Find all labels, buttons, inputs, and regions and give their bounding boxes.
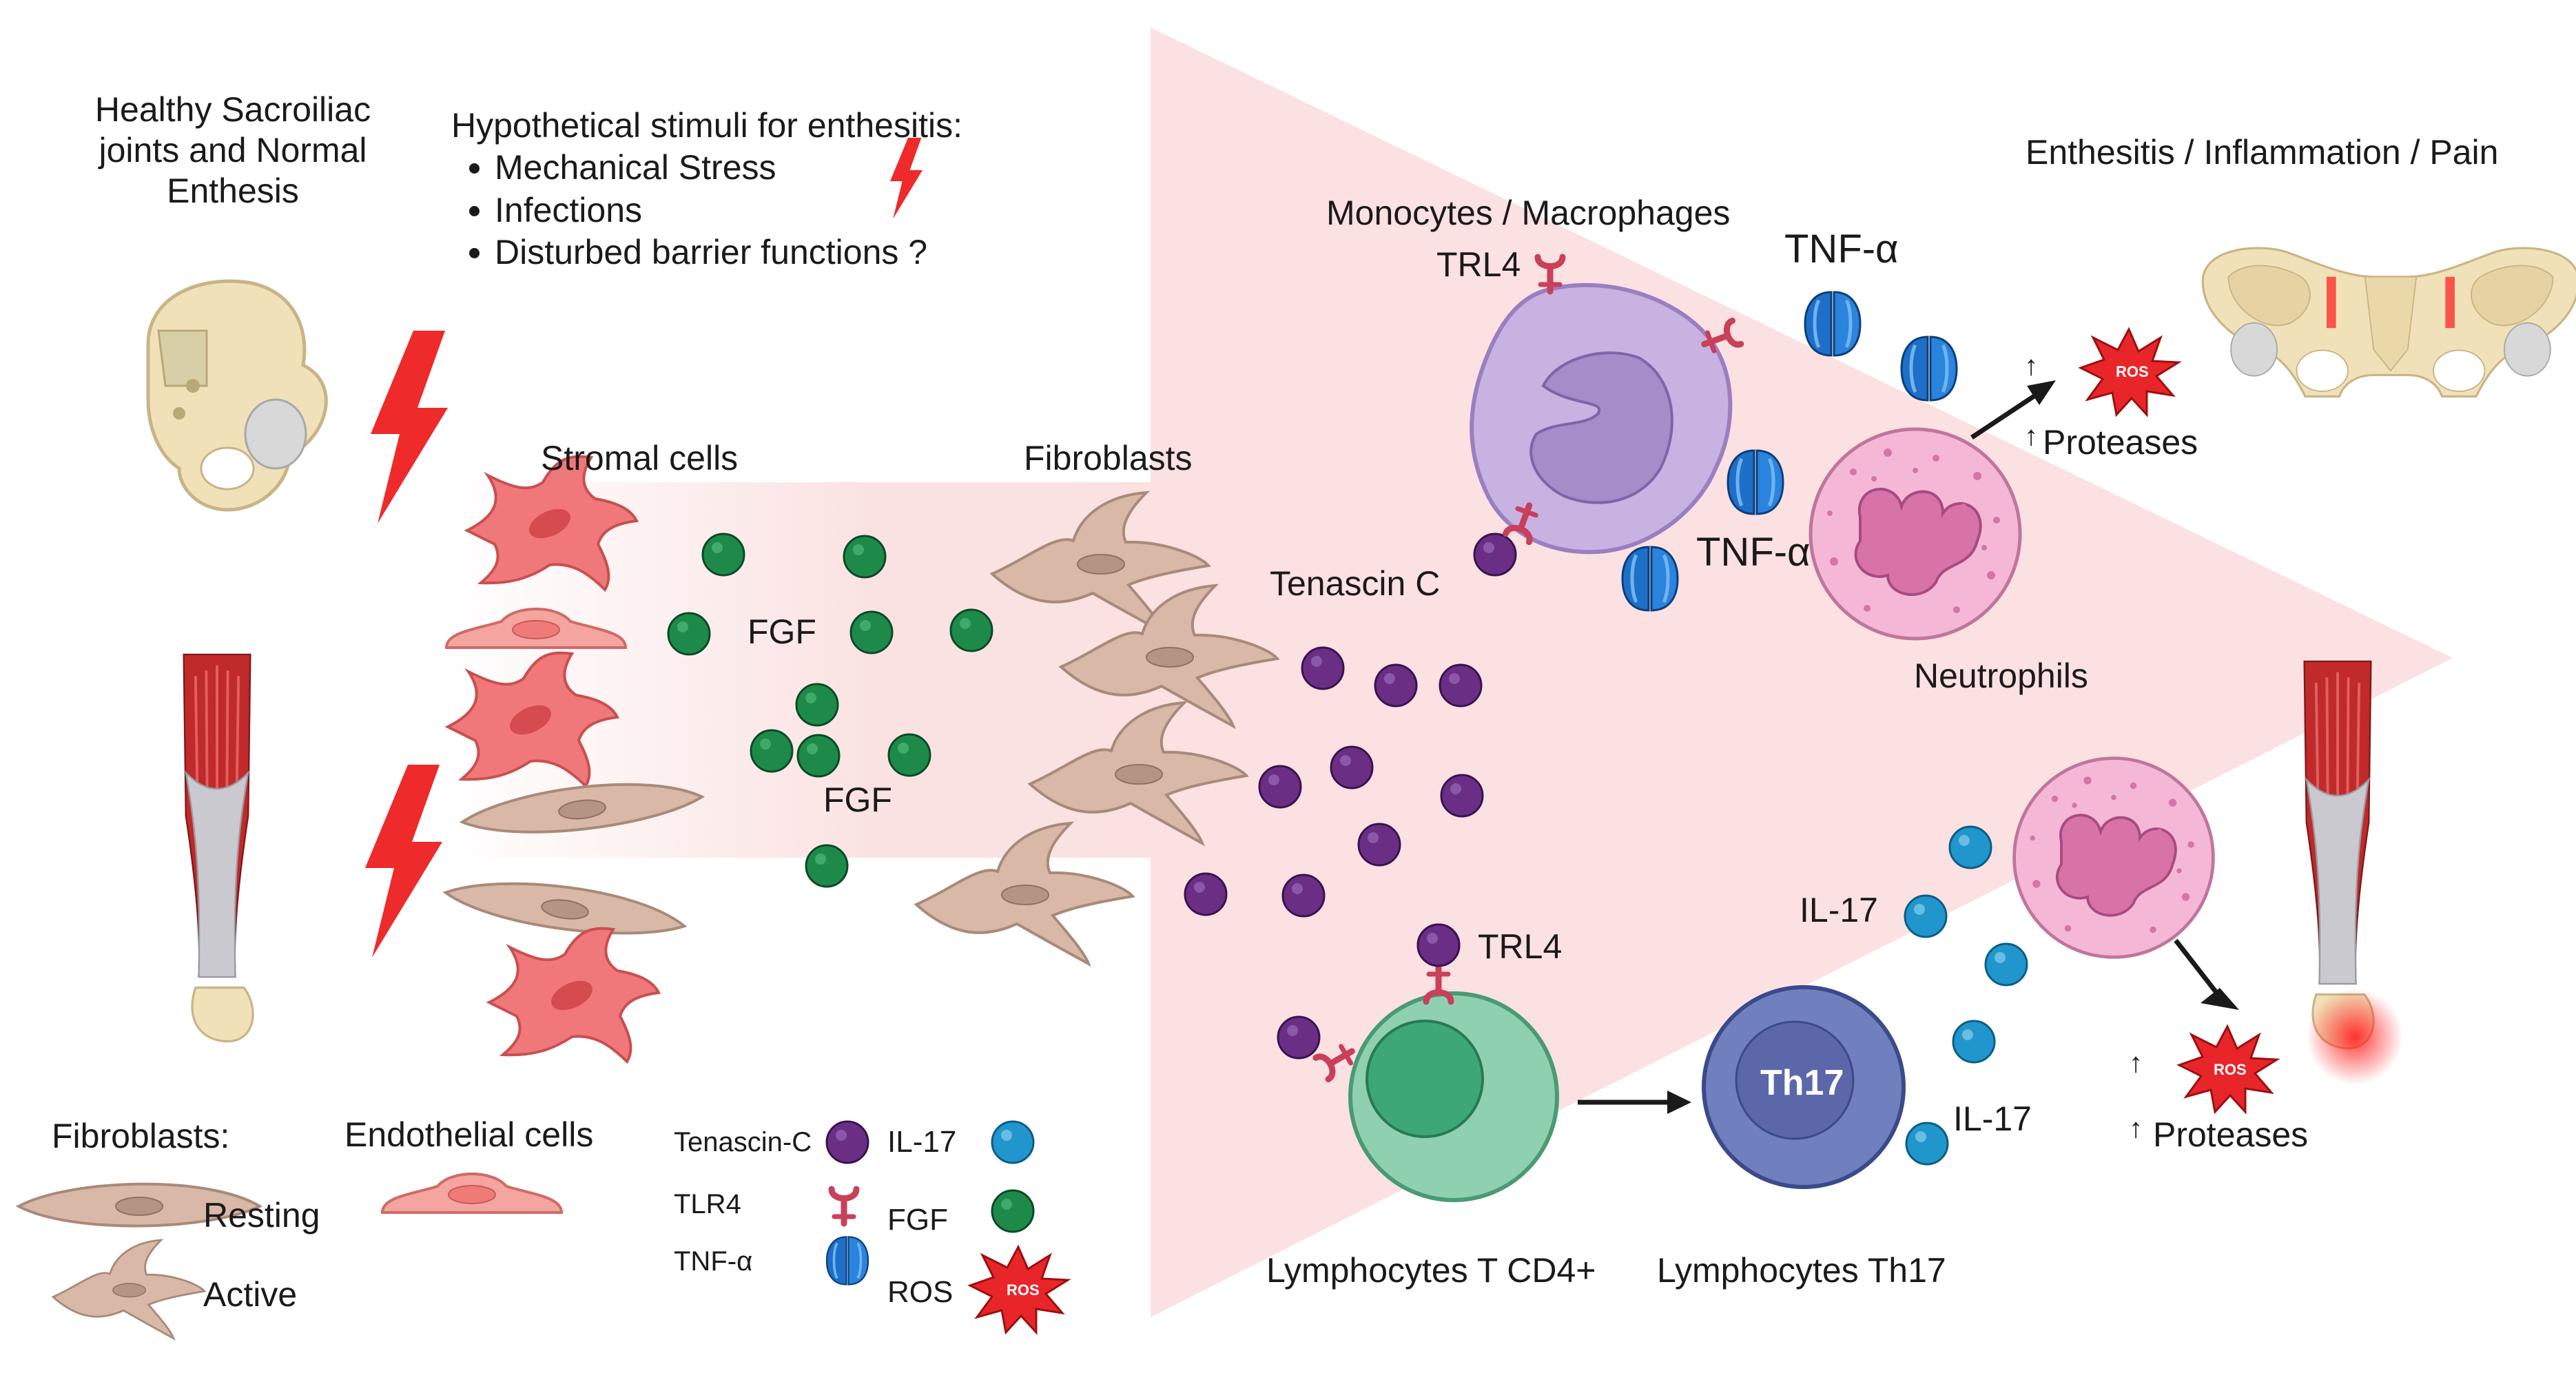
up-arrow: ↑	[2024, 351, 2038, 381]
stromal-cell	[488, 927, 660, 1063]
fgf-label: FGF	[748, 612, 816, 651]
legend-il17-label: IL-17	[887, 1125, 957, 1159]
pelvis-icon-healthy	[146, 279, 328, 512]
tnf-alpha-icon	[825, 1235, 869, 1286]
legend-ros-label: ROS	[887, 1275, 954, 1309]
legend-ros-burst-label: ROS	[1007, 1281, 1040, 1299]
stimuli-list: Mechanical Stress Infections Disturbed b…	[455, 147, 927, 274]
proteases-label: Proteases	[2153, 1115, 2309, 1154]
legend-resting-label: Resting	[203, 1196, 320, 1235]
legend-endothelial-cell	[381, 1173, 563, 1214]
stimuli-title: Hypothetical stimuli for enthesitis:	[451, 106, 962, 145]
legend-fgf-label: FGF	[887, 1203, 948, 1237]
trl4-label: TRL4	[1478, 927, 1563, 966]
legend-fibroblasts-title: Fibroblasts:	[52, 1117, 230, 1155]
legend-il17-dot	[991, 1120, 1035, 1164]
arrows	[1578, 380, 2239, 1114]
legend-active-label: Active	[203, 1275, 298, 1314]
healthy-title: Healthy Sacroiliac joints and Normal Ent…	[88, 90, 378, 211]
tenascin-c-label: Tenascin C	[1270, 564, 1441, 603]
healthy-title-line: joints and Normal	[99, 131, 367, 169]
pelvis-icon-inflamed	[2201, 247, 2576, 398]
macrophage-cell	[1470, 257, 1741, 555]
stimulus-item: Disturbed barrier functions ?	[495, 231, 927, 274]
legend-endothelial-label: Endothelial cells	[344, 1115, 594, 1154]
tendon-icon-healthy	[182, 653, 255, 1043]
lightning-bolt-icon	[365, 765, 442, 958]
lymphocytes-th17-label: Lymphocytes Th17	[1657, 1251, 1946, 1290]
legend-tlr4-label: TLR4	[674, 1189, 741, 1219]
stromal-cells-label: Stromal cells	[541, 439, 739, 477]
legend-tenascin-dot	[825, 1120, 869, 1164]
th17-label: Th17	[1760, 1063, 1844, 1103]
tnf-alpha-label: TNF-α	[1696, 530, 1811, 575]
legend-active-fibroblast	[52, 1239, 206, 1340]
legend-tnf-label: TNF-α	[674, 1246, 753, 1277]
lightning-bolt-icon	[371, 331, 448, 524]
il17-label: IL-17	[1800, 891, 1878, 929]
lymphocytes-t-cd4-label: Lymphocytes T CD4+	[1266, 1251, 1596, 1290]
proteases-label: Proteases	[2043, 423, 2198, 462]
healthy-title-line: Enthesis	[167, 172, 299, 210]
tlr4-receptor-icon	[832, 1189, 856, 1224]
tnf-alpha-label: TNF-α	[1784, 227, 1899, 271]
ros-label: ROS	[2116, 363, 2149, 380]
neutrophil-cell	[2015, 758, 2214, 958]
il17-label: IL-17	[1953, 1100, 2032, 1138]
t-cd4-cell	[1316, 967, 1559, 1202]
neutrophil-cell	[1811, 429, 2020, 639]
stimulus-item: Mechanical Stress	[495, 147, 927, 189]
ros-label: ROS	[2214, 1061, 2247, 1078]
neutrophils-label: Neutrophils	[1914, 657, 2088, 695]
th17-cell	[1702, 985, 1906, 1189]
stimulus-item: Infections	[495, 189, 927, 232]
legend-fgf-dot	[991, 1189, 1035, 1233]
up-arrow: ↑	[2129, 1113, 2143, 1144]
enthesitis-title: Enthesitis / Inflammation / Pain	[2026, 133, 2499, 172]
fibroblasts-label: Fibroblasts	[1024, 439, 1193, 477]
up-arrow: ↑	[2129, 1048, 2143, 1078]
resting-fibroblast	[441, 869, 689, 947]
monocytes-macrophages-label: Monocytes / Macrophages	[1326, 194, 1731, 232]
trl4-label: TRL4	[1436, 245, 1521, 284]
fgf-label: FGF	[823, 781, 892, 819]
legend-tenascin-label: Tenascin-C	[674, 1127, 812, 1157]
healthy-title-line: Healthy Sacroiliac	[94, 90, 371, 129]
up-arrow: ↑	[2024, 421, 2038, 451]
ankle-inflammation-glow	[2307, 989, 2403, 1085]
